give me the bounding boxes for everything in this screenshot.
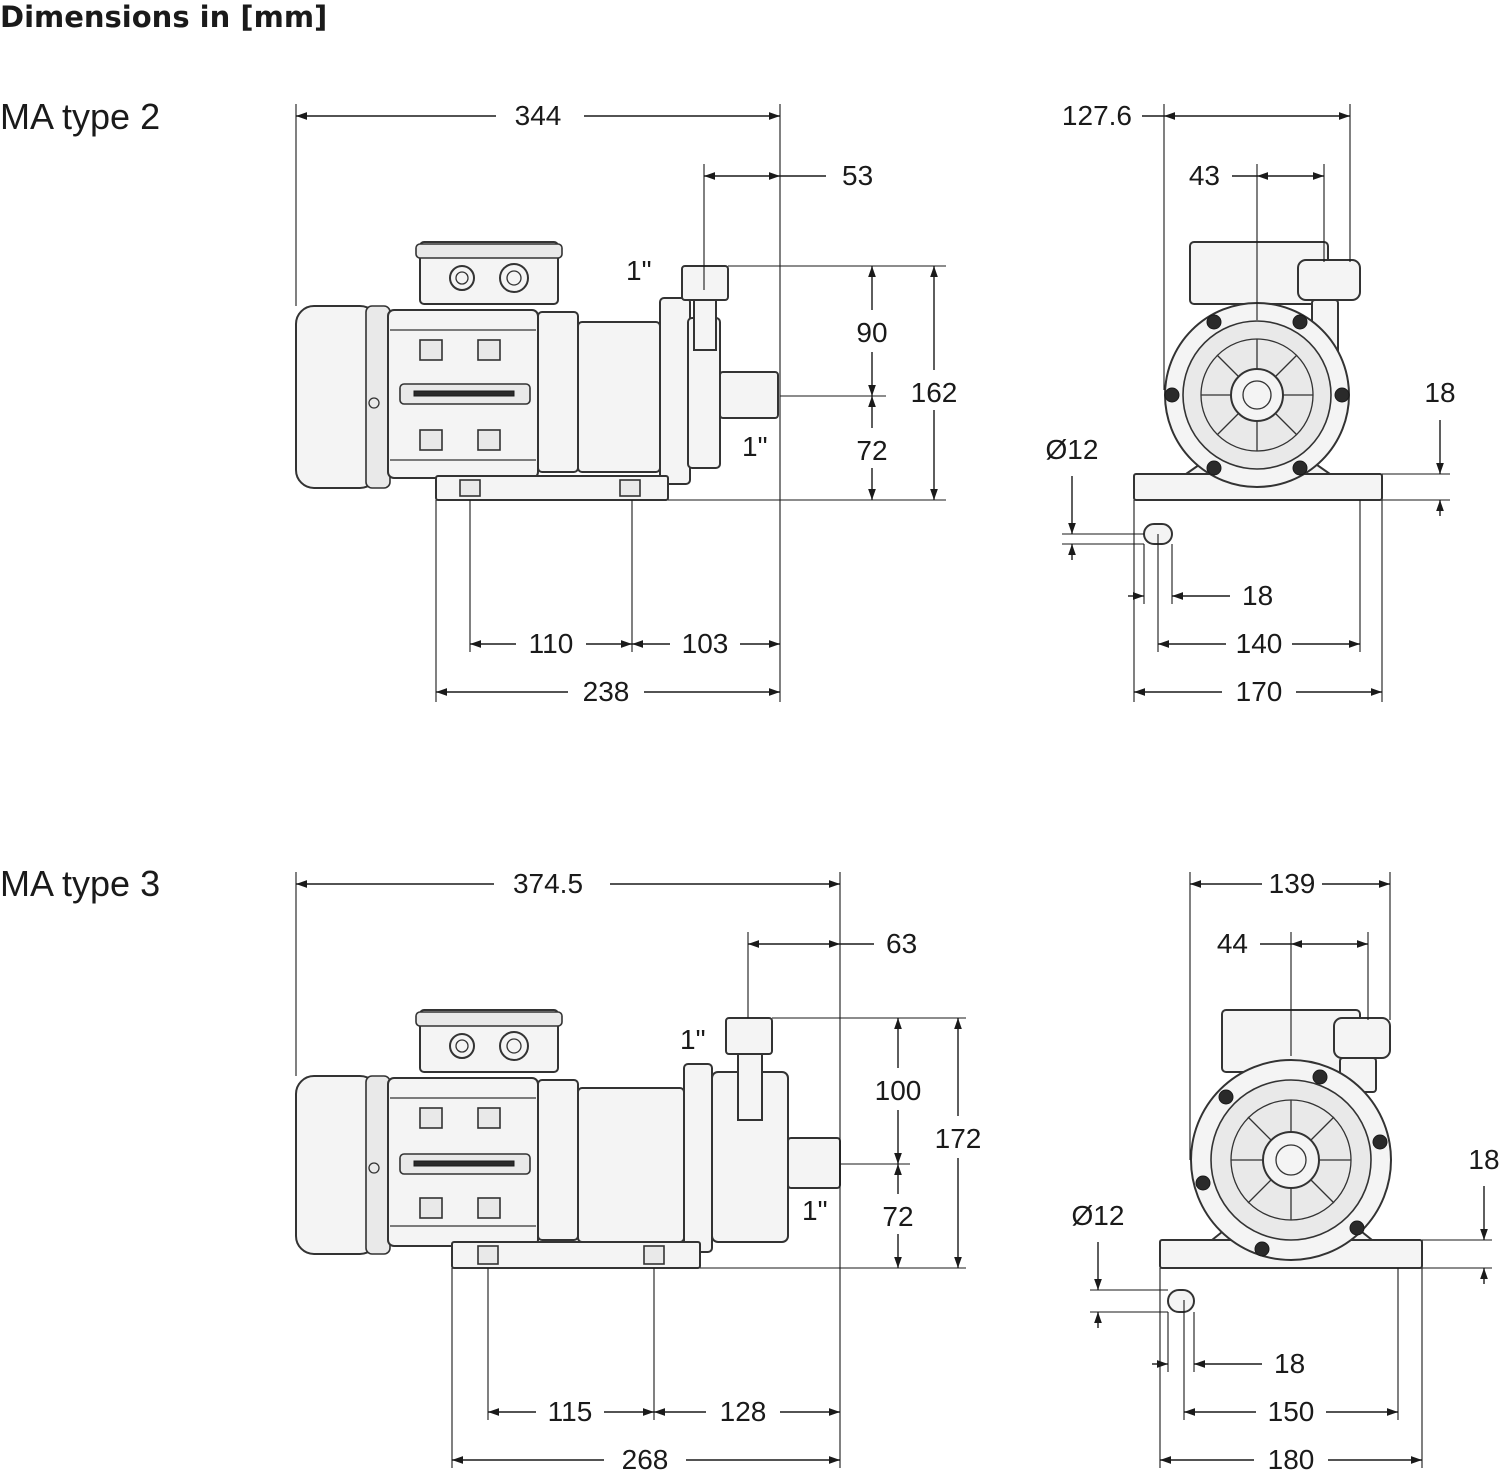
ma2-slot-width: 18 bbox=[1242, 580, 1273, 611]
ma3-suction-height: 72 bbox=[882, 1201, 913, 1232]
ma2-overall-length: 344 bbox=[515, 100, 562, 131]
ma2-discharge-height: 90 bbox=[856, 317, 887, 348]
ma3-overall-length: 374.5 bbox=[513, 868, 583, 899]
ma3-foot-hole-spacing: 115 bbox=[548, 1396, 593, 1427]
ma3-discharge-height: 100 bbox=[875, 1075, 922, 1106]
ma3-port-offset: 63 bbox=[886, 928, 917, 959]
page-title: Dimensions in [mm] bbox=[0, 0, 328, 34]
ma3-inlet-top: 1" bbox=[680, 1024, 706, 1055]
ma3-front-overall-width: 139 bbox=[1269, 868, 1316, 899]
ma2-hole-spacing: 140 bbox=[1236, 628, 1283, 659]
ma3-base-width: 180 bbox=[1268, 1444, 1315, 1471]
ma3-hole-diameter: Ø12 bbox=[1072, 1200, 1125, 1231]
section-label-ma-type-3: MA type 3 bbox=[0, 863, 161, 904]
ma2-hole-diameter: Ø12 bbox=[1046, 434, 1099, 465]
ma-type-2-front-dimensions: 127.6 43 18 Ø12 18 140 170 bbox=[1046, 100, 1456, 707]
ma-type-2-side-dimensions: 344 53 1" 1" 90 72 162 110 103 238 bbox=[295, 100, 958, 707]
ma2-base-length: 238 bbox=[583, 676, 630, 707]
ma2-foot-height: 18 bbox=[1424, 377, 1455, 408]
ma-type-2-front-view bbox=[1133, 241, 1383, 545]
ma3-hole-spacing: 150 bbox=[1268, 1396, 1315, 1427]
ma3-front-port-offset: 44 bbox=[1217, 928, 1248, 959]
ma-type-2-side-view bbox=[295, 241, 779, 501]
ma-type-3-side-dimensions: 374.5 63 1" 1" 100 72 172 115 128 268 bbox=[295, 868, 982, 1471]
ma2-port-offset: 53 bbox=[842, 160, 873, 191]
ma3-base-length: 268 bbox=[622, 1444, 669, 1471]
section-label-ma-type-2: MA type 2 bbox=[0, 96, 161, 137]
ma2-inlet-side: 1" bbox=[742, 431, 768, 462]
ma2-suction-height: 72 bbox=[856, 435, 887, 466]
ma3-foot-height: 18 bbox=[1468, 1144, 1499, 1175]
ma3-overall-height: 172 bbox=[935, 1123, 982, 1154]
ma-type-3-side-view bbox=[295, 1009, 841, 1269]
ma2-base-width: 170 bbox=[1236, 676, 1283, 707]
ma-type-3-front-dimensions: 139 44 18 Ø12 18 150 180 bbox=[1072, 868, 1500, 1471]
ma2-front-port-offset: 43 bbox=[1189, 160, 1220, 191]
ma2-overall-height: 162 bbox=[911, 377, 958, 408]
ma2-foot-hole-spacing: 110 bbox=[529, 628, 574, 659]
ma2-foot-to-end: 103 bbox=[682, 628, 729, 659]
ma3-inlet-side: 1" bbox=[802, 1195, 828, 1226]
ma3-slot-width: 18 bbox=[1274, 1348, 1305, 1379]
ma2-front-overall-width: 127.6 bbox=[1062, 100, 1132, 131]
ma2-inlet-top: 1" bbox=[626, 255, 652, 286]
ma3-foot-to-end: 128 bbox=[720, 1396, 767, 1427]
